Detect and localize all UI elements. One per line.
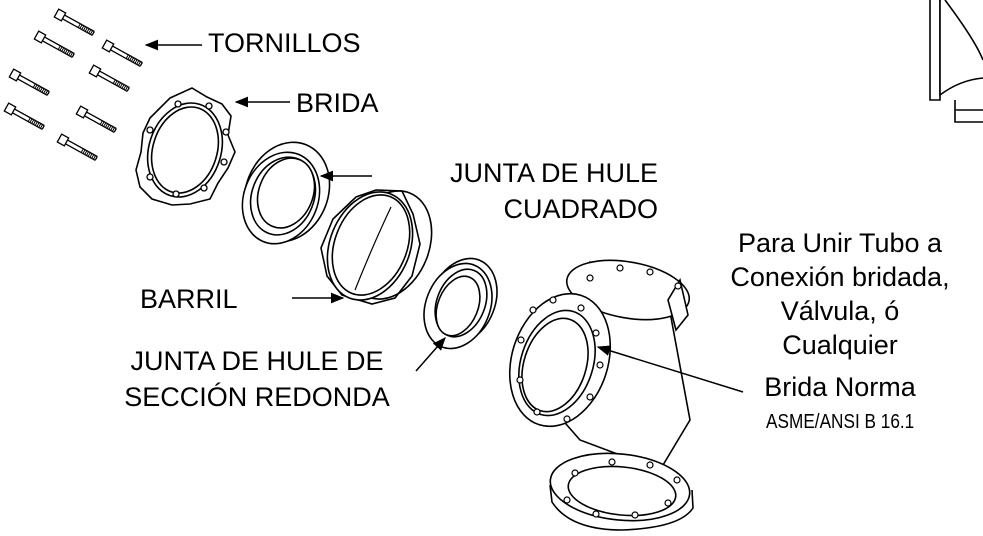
note-line-6: ASME/ANSI B 16.1 xyxy=(765,411,915,433)
label-junta-cuadrado-2: CUADRADO xyxy=(503,194,658,224)
note-line-4: Cualquier xyxy=(782,330,898,360)
bolt-6 xyxy=(3,102,47,133)
square-gasket xyxy=(241,141,331,245)
gland-flange xyxy=(135,87,236,206)
bolt-1 xyxy=(53,8,97,39)
bolt-8 xyxy=(56,133,100,164)
label-brida: BRIDA xyxy=(296,88,379,118)
barrel xyxy=(320,189,433,305)
label-junta-redonda-2: SECCIÓN REDONDA xyxy=(124,382,390,412)
bolt-7 xyxy=(75,105,119,136)
bolt-5 xyxy=(88,64,132,95)
note-line-6-wrap: ASME/ANSI B 16.1 xyxy=(700,412,980,432)
label-barril: BARRIL xyxy=(140,284,238,314)
label-junta-redonda-1: JUNTA DE HULE DE xyxy=(130,346,384,376)
bolt-2 xyxy=(33,30,77,61)
leader-lines xyxy=(144,39,744,393)
round-gasket xyxy=(423,257,498,350)
label-tornillos: TORNILLOS xyxy=(208,28,361,58)
bolt-4 xyxy=(8,68,52,99)
valve-partial xyxy=(929,0,983,123)
bolt-3 xyxy=(101,39,145,70)
note-line-2: Conexión bridada, xyxy=(730,262,950,292)
note-line-1: Para Unir Tubo a xyxy=(737,228,943,258)
note-line-3: Válvula, ó xyxy=(780,296,900,326)
label-junta-cuadrado-1: JUNTA DE HULE xyxy=(449,158,658,188)
bolts-group xyxy=(3,8,145,164)
flanged-tee xyxy=(508,259,694,531)
note-line-5: Brida Norma xyxy=(764,372,916,402)
